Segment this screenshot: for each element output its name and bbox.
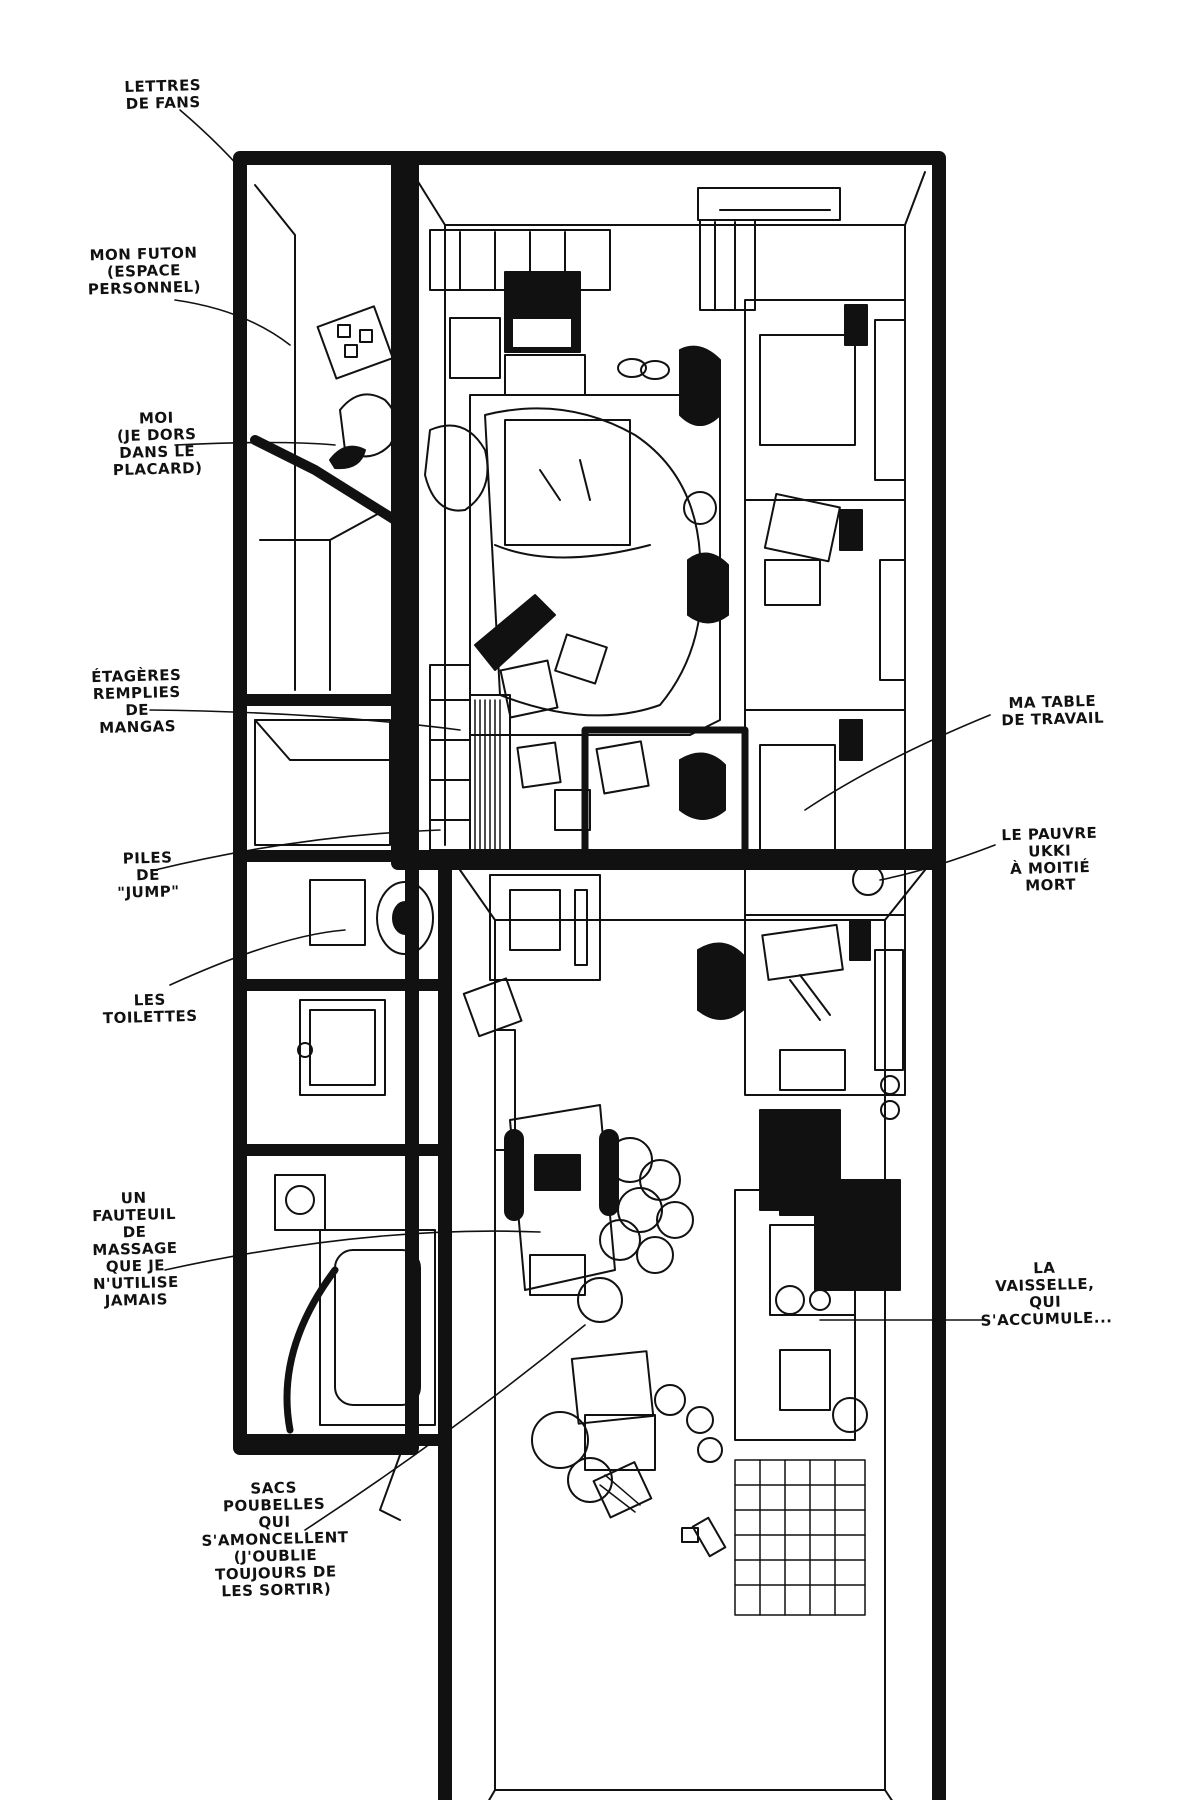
perspective-lines	[411, 171, 926, 226]
label-pauvre-ukki: LE PAUVRE UKKI À MOITIÉ MORT	[1001, 823, 1098, 895]
desk-chair	[679, 752, 726, 820]
tiled-floor	[734, 1459, 866, 1616]
leader-fauteuil	[164, 1230, 541, 1271]
trash-bags	[531, 1137, 723, 1503]
leader-table	[804, 714, 991, 811]
desk-chair	[679, 345, 721, 426]
desk-chair	[687, 552, 729, 624]
manga-shelf	[429, 664, 471, 851]
work-desk-column	[744, 299, 906, 1096]
bathroom-area	[254, 719, 436, 1434]
label-etageres: ÉTAGÈRES REMPLIES DE MANGAS	[91, 665, 182, 737]
appliance-cabinet	[489, 874, 601, 981]
leader-lines	[149, 109, 996, 1531]
desk-chair	[697, 942, 744, 1020]
leader-lettres-fans	[179, 109, 241, 169]
massage-chair	[509, 1104, 616, 1291]
label-lettres-fans: LETTRES DE FANS	[124, 76, 202, 113]
label-vaisselle: LA VAISSELLE, QUI S'ACCUMULE...	[980, 1258, 1113, 1330]
leader-piles-jump	[154, 829, 441, 871]
toilet-bowl	[376, 881, 434, 955]
label-piles-jump: PILES DE "JUMP"	[117, 848, 180, 902]
label-toilettes: LES TOILETTES	[102, 990, 198, 1028]
lower-room-furniture	[379, 874, 904, 1616]
cardboard-box	[570, 1350, 655, 1425]
leader-sacs	[304, 1324, 586, 1531]
label-fauteuil: UN FAUTEUIL DE MASSAGE QUE JE N'UTILISE …	[92, 1188, 180, 1310]
label-sacs-poubelles: SACS POUBELLES QUI S'AMONCELLENT (J'OUBL…	[201, 1478, 349, 1601]
closet-block-wall	[233, 151, 419, 1455]
air-conditioner	[697, 187, 841, 221]
leader-mon-futon	[174, 299, 291, 346]
toilet-tank	[309, 879, 366, 946]
leader-etageres	[149, 709, 461, 731]
label-moi: MOI (JE DORS DANS LE PLACARD)	[112, 408, 203, 480]
label-mon-futon: MON FUTON (ESPACE PERSONNEL)	[87, 243, 202, 299]
leader-ukki	[879, 844, 996, 881]
person-sleeping	[329, 445, 366, 470]
bathtub	[319, 1229, 436, 1426]
drawing-board	[759, 744, 836, 856]
label-ma-table: MA TABLE DE TRAVAIL	[1001, 691, 1105, 730]
kitchen-wall	[438, 849, 946, 1805]
kotatsu-table	[504, 419, 631, 546]
main-room-furniture	[424, 187, 906, 1096]
leader-toilettes	[169, 929, 346, 986]
closet-futon	[250, 184, 400, 691]
perspective-lines	[459, 869, 926, 921]
leader-moi	[174, 441, 336, 446]
